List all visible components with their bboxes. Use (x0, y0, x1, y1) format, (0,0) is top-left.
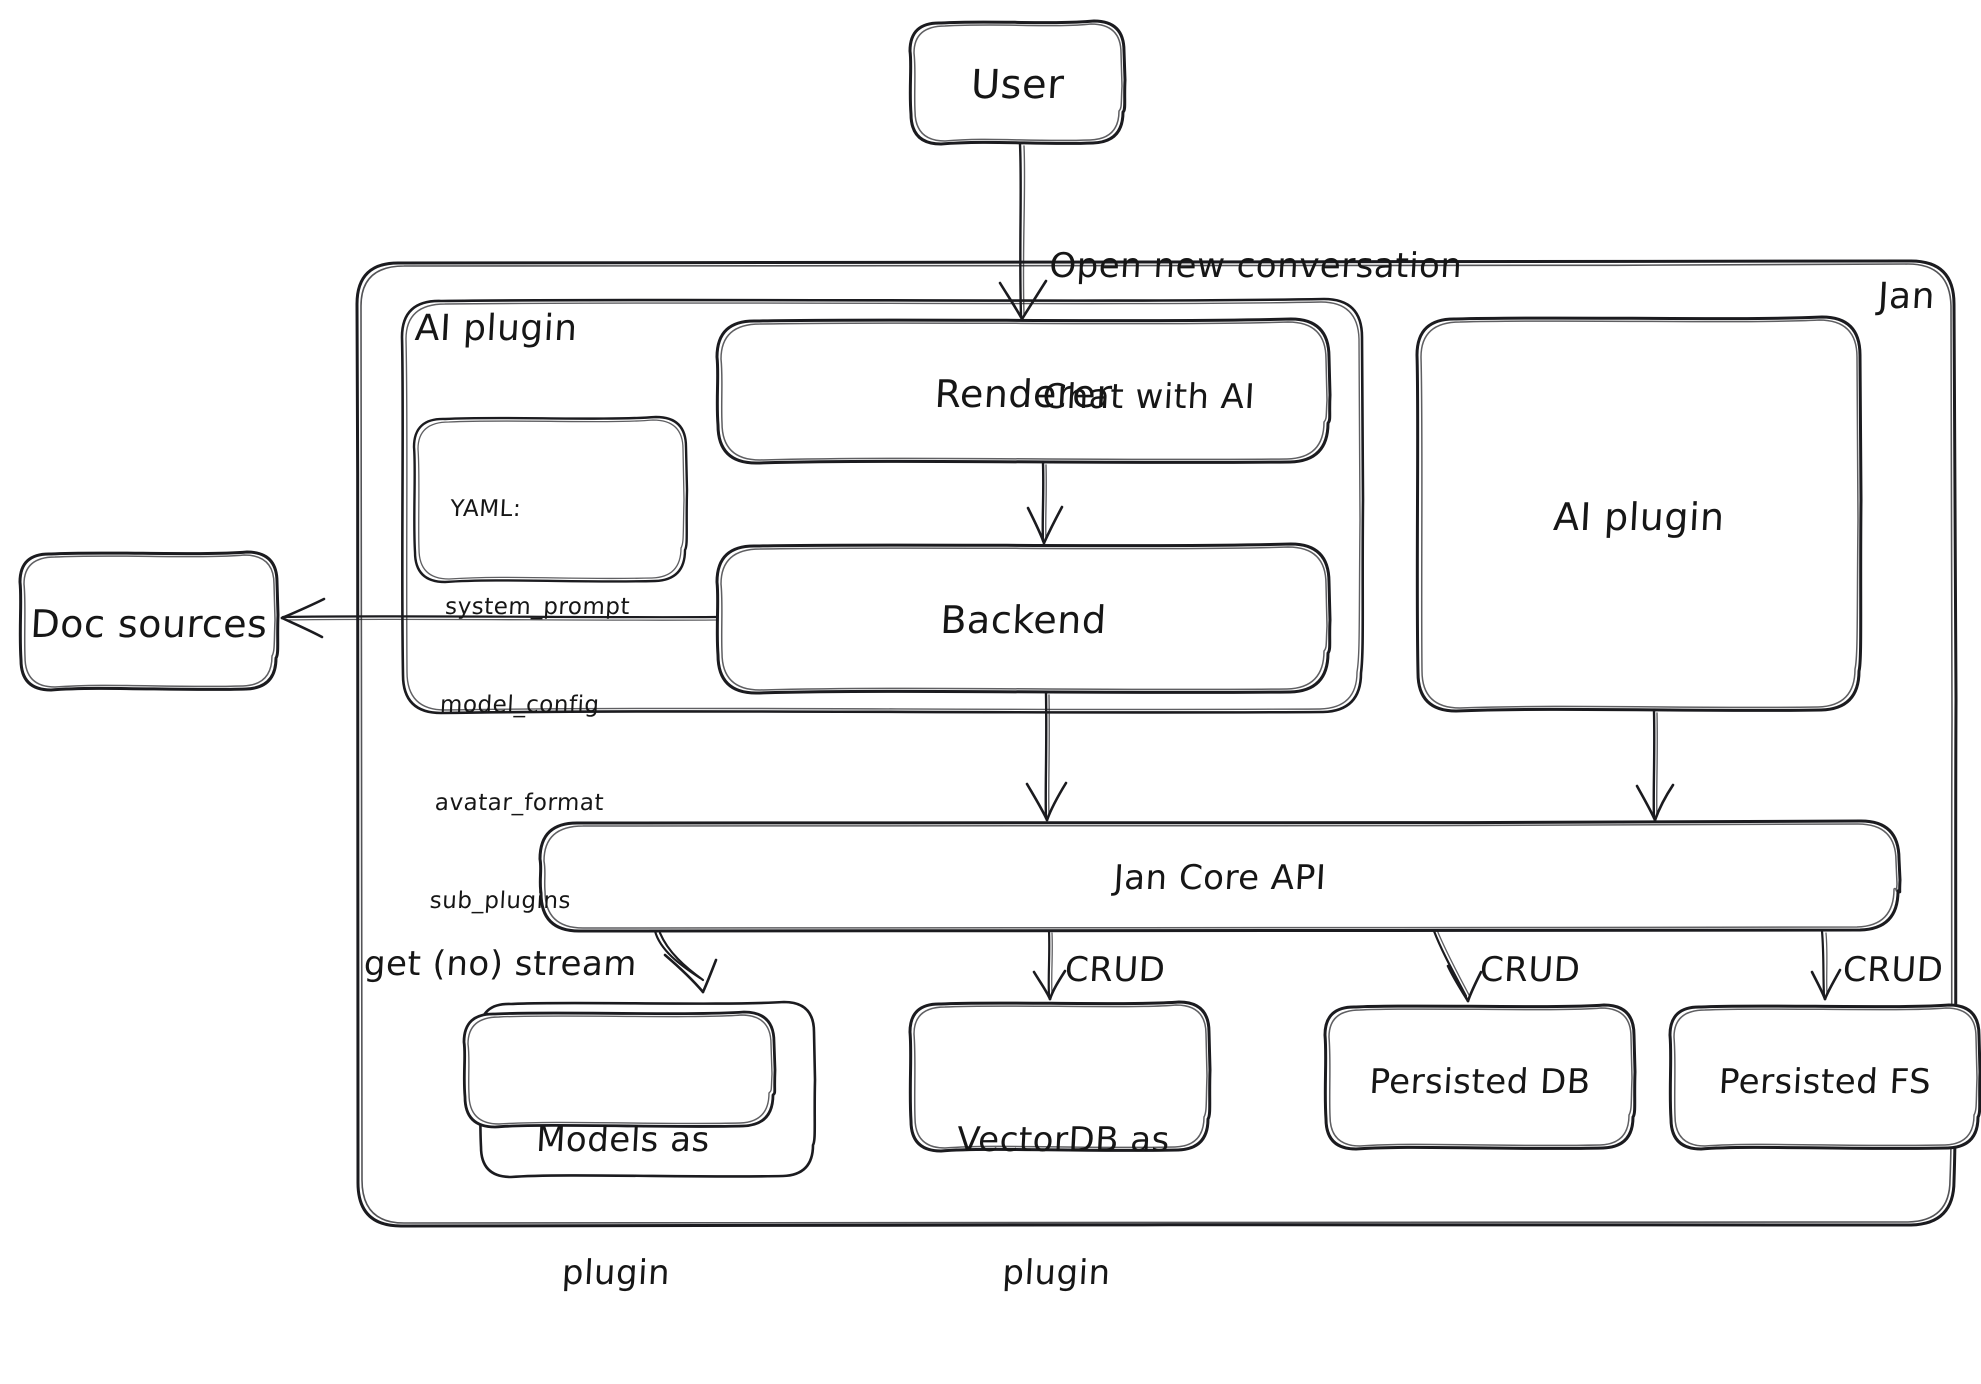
group-label-ai-plugin: AI plugin (413, 308, 579, 349)
yaml-note-key-3: sub_plugins (429, 888, 572, 915)
node-doc-sources[interactable] (18, 550, 280, 692)
edge-core-to-persisted-db (1432, 929, 1483, 1003)
diagram-svg (18, 19, 1981, 1228)
node-models-as-plugin[interactable] (462, 1000, 817, 1179)
edge-renderer-to-backend (1026, 461, 1064, 545)
yaml-note-key-1: model_config (439, 692, 601, 719)
node-persisted-fs[interactable] (1668, 1003, 1981, 1151)
edge-backend-to-doc-sources (280, 597, 718, 639)
yaml-note-key-0: system_prompt (444, 594, 631, 621)
node-label-doc-sources: Doc sources (29, 602, 269, 646)
node-persisted-db[interactable] (1323, 1003, 1637, 1151)
node-label-persisted-fs: Persisted FS (1717, 1062, 1933, 1102)
node-label-user: User (969, 62, 1066, 108)
edge-label-line2: Chat with AI (1041, 376, 1257, 417)
node-label-models-as-plugin: Models as plugin (455, 1030, 785, 1384)
node-renderer[interactable] (715, 317, 1332, 465)
edge-label-core-to-persisted-fs: CRUD (1841, 950, 1945, 990)
edge-ai-plugin-to-core (1635, 709, 1675, 822)
group-label-jan: Jan (1876, 276, 1937, 317)
node-vectordb-as-plugin[interactable] (908, 1000, 1212, 1153)
edge-label-line1: Open new conversation (1048, 246, 1464, 287)
node-jan-core-api[interactable] (538, 819, 1902, 933)
vectordb-as-plugin-line2: plugin (1001, 1252, 1112, 1293)
edge-core-to-models (653, 929, 718, 994)
node-label-vectordb-as-plugin: VectorDB as plugin (901, 1030, 1220, 1384)
node-label-ai-plugin: AI plugin (1552, 495, 1726, 539)
edge-user-to-renderer (998, 142, 1048, 321)
node-ai-plugin[interactable] (1415, 315, 1863, 713)
edge-backend-to-core (1025, 691, 1068, 822)
node-label-persisted-db: Persisted DB (1368, 1062, 1592, 1102)
models-as-plugin-line1: Models as (535, 1120, 711, 1161)
yaml-note-key-2: avatar_format (434, 790, 605, 817)
edge-core-to-vectordb (1032, 929, 1067, 1001)
edge-label-core-to-persisted-db: CRUD (1478, 950, 1582, 990)
yaml-note-title: YAML: (449, 496, 522, 523)
vectordb-as-plugin-line1: VectorDB as (956, 1120, 1171, 1161)
models-as-plugin-line2: plugin (560, 1252, 672, 1293)
yaml-note-text: YAML: system_prompt model_config avatar_… (425, 428, 704, 983)
node-backend[interactable] (715, 542, 1332, 695)
edge-label-core-to-vectordb: CRUD (1063, 950, 1167, 990)
node-label-jan-core-api: Jan Core API (1112, 858, 1328, 898)
diagram-canvas: Jan AI plugin User Renderer Backend AI p… (18, 19, 1981, 1293)
node-user[interactable] (908, 19, 1127, 146)
edge-label-core-to-models: get (no) stream (362, 944, 639, 984)
edge-core-to-persisted-fs (1810, 929, 1842, 1001)
node-label-backend: Backend (939, 598, 1108, 642)
edge-label-user-to-renderer: Open new conversation Chat with AI (1037, 158, 1468, 506)
node-yaml-note[interactable] (412, 415, 689, 584)
